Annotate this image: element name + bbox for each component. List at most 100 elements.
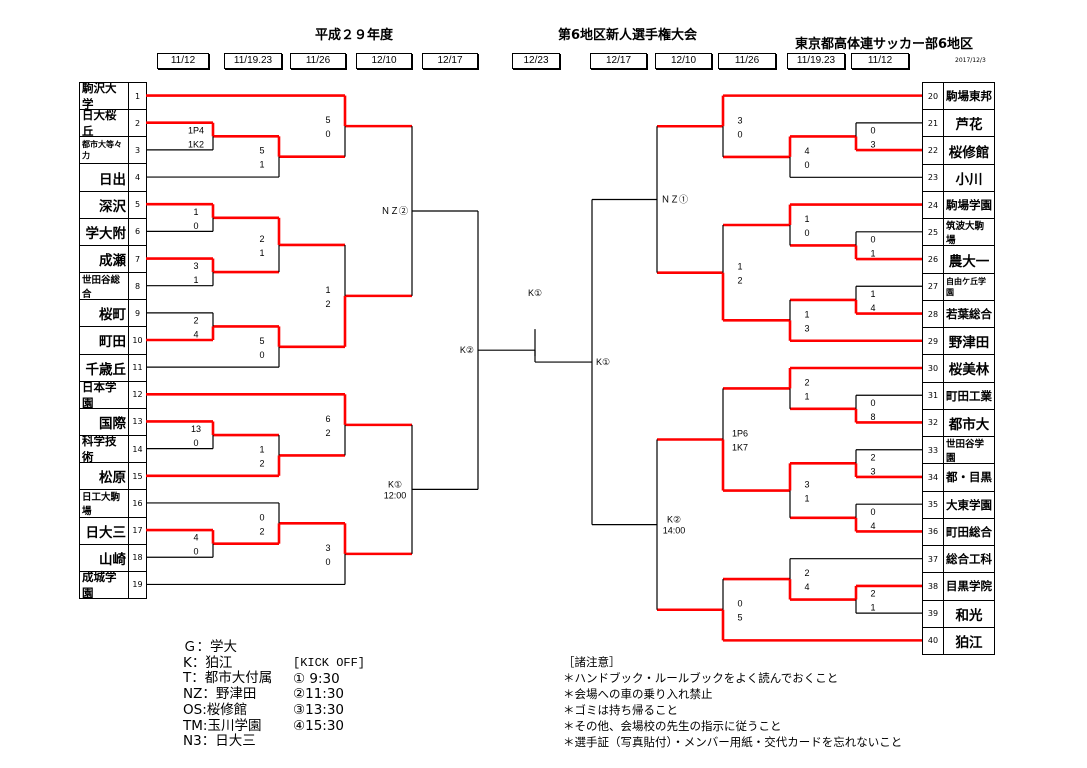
venue-legend-item: NZ：野津田 — [183, 686, 257, 703]
notes-title: ［諸注意］ — [563, 655, 621, 669]
score-top: 5 — [325, 115, 330, 125]
note-item: ＊その他、会場校の先生の指示に従うこと — [563, 719, 782, 733]
match-venue: K① — [596, 357, 610, 367]
score-bottom: 0 — [193, 438, 198, 448]
score-bottom: 1 — [259, 160, 264, 170]
score-top: 1 — [804, 214, 809, 224]
score-bottom: 0 — [259, 350, 264, 360]
note-item: ＊会場への車の乗り入れ禁止 — [563, 687, 713, 701]
score-top: 0 — [737, 599, 742, 609]
venue-legend-item: OS:桜修館 — [183, 701, 248, 718]
score-bottom: 1 — [870, 603, 875, 613]
score-top: 2 — [259, 234, 264, 244]
match-time: 12:00 — [384, 490, 407, 500]
score-bottom: 4 — [193, 329, 198, 339]
score-top: 3 — [737, 115, 742, 125]
score-top: 1 — [259, 444, 264, 454]
note-item: ＊選手証（写真貼付）・メンバー用紙・交代カードを忘れないこと — [563, 735, 903, 749]
score-bottom: 2 — [325, 428, 330, 438]
tournament-title: 第6地区新人選手権大会 — [558, 28, 698, 43]
score-top: 0 — [870, 125, 875, 135]
score-top: 1 — [193, 207, 198, 217]
score-bottom: 2 — [325, 299, 330, 309]
venue-legend-item: Ｇ：学大 — [183, 639, 237, 655]
score-bottom: 1K2 — [188, 139, 204, 149]
score-top: 2 — [870, 589, 875, 599]
score-top: 5 — [259, 146, 264, 156]
score-bottom: 1K7 — [732, 443, 748, 453]
date-right-r5: 12/17 — [590, 53, 647, 69]
score-top: 4 — [804, 146, 809, 156]
year-title: 平成２９年度 — [315, 28, 394, 43]
score-bottom: 1 — [193, 275, 198, 285]
score-bottom: 0 — [193, 221, 198, 231]
note-item: ＊ゴミは持ち帰ること — [563, 703, 678, 717]
match-venue: K② — [460, 345, 474, 355]
date-left-r1: 11/12 — [157, 53, 209, 69]
date-left-r5: 12/17 — [422, 53, 478, 69]
kickoff-time: ① 9:30 — [293, 670, 340, 687]
score-bottom: 5 — [737, 613, 742, 623]
score-bottom: 2 — [259, 458, 264, 468]
kickoff-time: ②11:30 — [293, 686, 345, 703]
score-top: 0 — [870, 507, 875, 517]
score-top: 0 — [259, 512, 264, 522]
match-time: 14:00 — [663, 526, 686, 536]
score-top: 6 — [325, 414, 330, 424]
score-bottom: 0 — [325, 557, 330, 567]
score-bottom: 1 — [804, 494, 809, 504]
score-bottom: 0 — [804, 160, 809, 170]
score-bottom: 3 — [804, 323, 809, 333]
score-top: 2 — [870, 452, 875, 462]
kickoff-time: ③13:30 — [293, 702, 345, 719]
score-top: 0 — [870, 234, 875, 244]
score-bottom: 3 — [870, 139, 875, 149]
date-left-r2: 11/19.23 — [224, 53, 282, 69]
date-left-r3: 11/26 — [290, 53, 346, 69]
score-top: 3 — [804, 480, 809, 490]
score-bottom: 0 — [325, 129, 330, 139]
score-bottom: 2 — [259, 526, 264, 536]
score-bottom: 8 — [870, 412, 875, 422]
venue-legend: Ｇ：学大 K：狛江 T：都市大付属 NZ：野津田 OS:桜修館 TM:玉川学園 … — [183, 639, 273, 750]
document-date: 2017/12/3 — [955, 57, 986, 64]
score-bottom: 3 — [870, 466, 875, 476]
venue-legend-item: T：都市大付属 — [183, 670, 273, 687]
score-bottom: 2 — [737, 276, 742, 286]
date-right-r1: 11/12 — [851, 53, 909, 69]
score-top: 3 — [325, 543, 330, 553]
score-top: 1P4 — [188, 125, 204, 135]
venue-legend-item: K：狛江 — [183, 654, 233, 671]
score-top: 2 — [193, 315, 198, 325]
score-top: 1 — [325, 285, 330, 295]
score-top: 4 — [193, 533, 198, 543]
match-venue: ＮＺ② — [381, 206, 408, 216]
score-top: 3 — [193, 261, 198, 271]
date-right-r3: 11/26 — [718, 53, 776, 69]
score-bottom: 0 — [737, 129, 742, 139]
score-bottom: 4 — [870, 521, 875, 531]
date-final: 12/23 — [512, 53, 560, 69]
score-bottom: 1 — [259, 248, 264, 258]
score-top: 5 — [259, 336, 264, 346]
score-top: 2 — [804, 377, 809, 387]
kickoff-time: ④15:30 — [293, 717, 345, 734]
date-right-r4: 12/10 — [655, 53, 712, 69]
venue-legend-item: N3：日大三 — [183, 733, 256, 750]
score-top: 0 — [870, 398, 875, 408]
score-top: 1 — [737, 262, 742, 272]
match-venue: ＮＺ① — [661, 194, 688, 204]
score-top: 1 — [870, 289, 875, 299]
score-bottom: 4 — [804, 582, 809, 592]
score-top: 1 — [804, 309, 809, 319]
score-bottom: 1 — [804, 391, 809, 401]
score-top: 1P6 — [732, 429, 748, 439]
kickoff-legend: [KICK OFF] ① 9:30 ②11:30 ③13:30 ④15:30 — [293, 656, 365, 735]
score-top: 2 — [804, 568, 809, 578]
notes: ［諸注意］ ＊ハンドブック・ルールブックをよく読んでおくこと ＊会場への車の乗り… — [563, 654, 902, 750]
score-bottom: 1 — [870, 248, 875, 258]
team-name: 狛江 — [943, 626, 995, 655]
match-venue: K① — [388, 479, 402, 489]
score-top: 13 — [191, 424, 201, 434]
